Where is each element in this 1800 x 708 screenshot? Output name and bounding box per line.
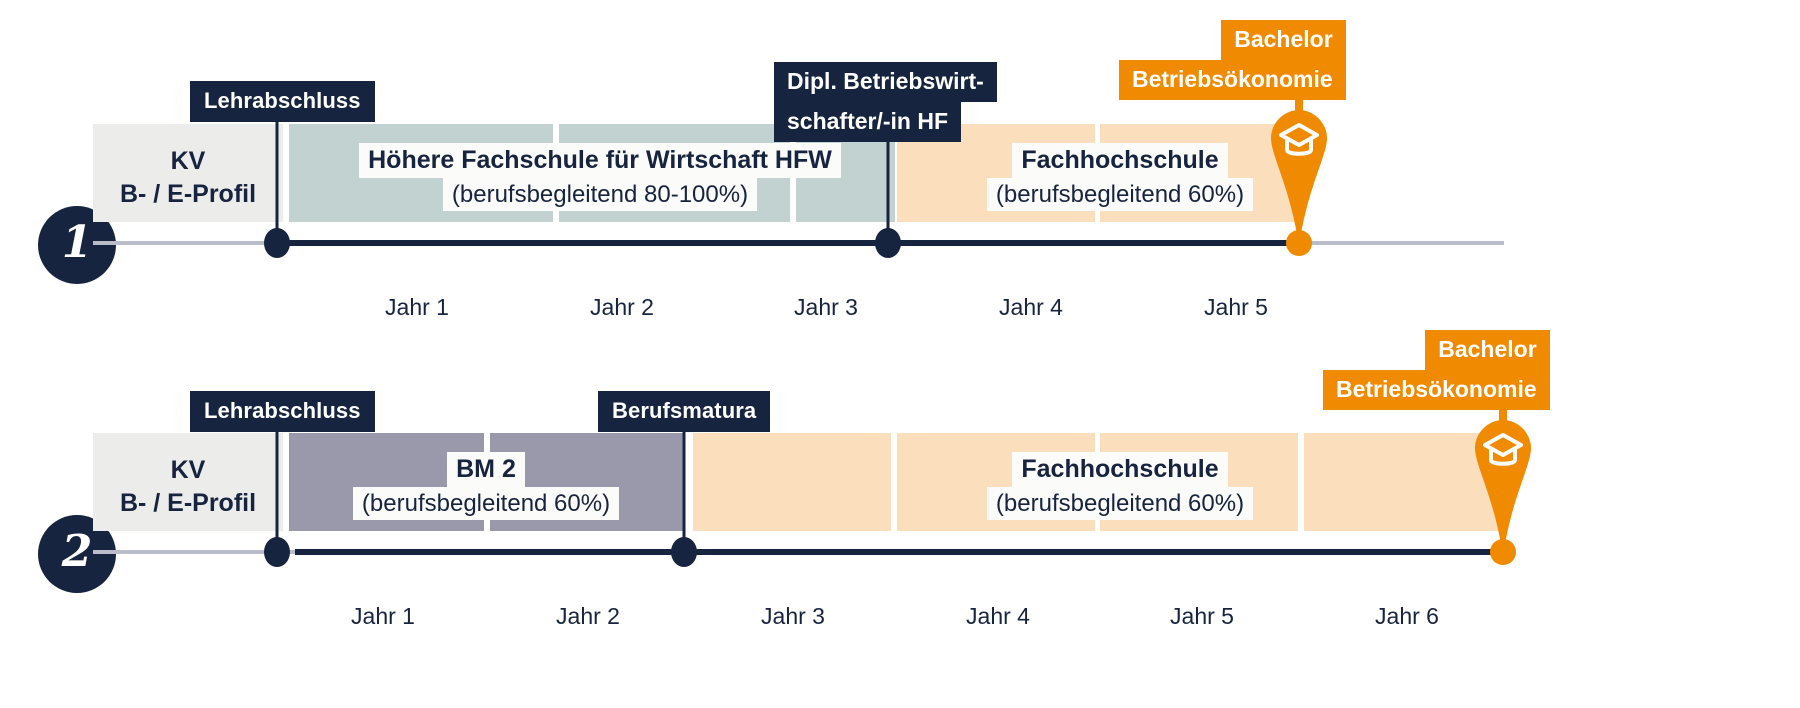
graduation-cap-icon-2 (1475, 420, 1531, 556)
milestone-label-line1-bachelor-2: Bachelor (1425, 330, 1550, 370)
phase-block-hfw-seg2-1 (559, 124, 790, 222)
phase-block-fh-seg3-2 (1100, 433, 1298, 531)
year-label-2-2: Jahr 2 (556, 603, 620, 629)
year-label-5-1: Jahr 5 (1204, 294, 1268, 320)
phase-block-kv-1 (93, 124, 283, 222)
graduation-cap-pin-1 (1268, 108, 1330, 253)
milestone-label-line1-dipl-bw-1: Dipl. Betriebswirt- (774, 62, 997, 102)
milestone-label-lehrabschluss-1[interactable]: Lehrabschluss (190, 81, 375, 122)
milestone-label-line2-bachelor-2: Betriebsökonomie (1323, 370, 1550, 410)
axis-lead-in-2 (93, 550, 295, 554)
year-label-4-2: Jahr 4 (966, 603, 1030, 629)
axis-main-2 (295, 549, 1503, 555)
graduation-cap-icon-1 (1271, 110, 1327, 246)
milestone-dot-berufsmatura-2[interactable] (671, 537, 697, 567)
year-label-6-2: Jahr 6 (1375, 603, 1439, 629)
milestone-label-lehrabschluss-2[interactable]: Lehrabschluss (190, 391, 375, 432)
year-label-1-2: Jahr 1 (351, 603, 415, 629)
milestone-stem-dipl-bw-1 (886, 110, 890, 243)
milestone-dot-dipl-bw-1[interactable] (875, 228, 901, 258)
axis-lead-in-1 (93, 241, 277, 245)
milestone-stem-lehrabschluss-1 (275, 110, 279, 243)
milestone-dot-lehrabschluss-1[interactable] (264, 228, 290, 258)
year-label-1-1: Jahr 1 (385, 294, 449, 320)
milestone-label-bachelor-2[interactable]: Bachelor Betriebsökonomie (1323, 330, 1550, 410)
milestone-label-bachelor-1[interactable]: Bachelor Betriebsökonomie (1119, 20, 1346, 100)
phase-block-hfw-seg1-1 (289, 124, 553, 222)
year-label-5-2: Jahr 5 (1170, 603, 1234, 629)
milestone-dot-lehrabschluss-2[interactable] (264, 537, 290, 567)
graduation-cap-pin-2 (1472, 418, 1534, 563)
milestone-label-line2-bachelor-1: Betriebsökonomie (1119, 60, 1346, 100)
phase-block-fh-seg4-2 (1304, 433, 1502, 531)
milestone-label-line2-dipl-bw-1: schafter/-in HF (774, 102, 962, 142)
year-label-3-1: Jahr 3 (794, 294, 858, 320)
phase-block-kv-2 (93, 433, 283, 531)
axis-main-1 (277, 240, 1299, 246)
milestone-label-dipl-bw-1[interactable]: Dipl. Betriebswirt- schafter/-in HF (774, 62, 997, 142)
milestone-label-line1-bachelor-1: Bachelor (1221, 20, 1346, 60)
year-label-4-1: Jahr 4 (999, 294, 1063, 320)
phase-block-fh-seg1-2 (693, 433, 891, 531)
milestone-label-berufsmatura-2[interactable]: Berufsmatura (598, 391, 771, 432)
phase-block-bm2-seg1-2 (289, 433, 484, 531)
axis-lead-out-1 (1299, 241, 1504, 245)
phase-block-bm2-seg2-2 (490, 433, 683, 531)
milestone-stem-berufsmatura-2 (682, 420, 686, 553)
phase-block-fh-seg2-2 (897, 433, 1095, 531)
year-label-3-2: Jahr 3 (761, 603, 825, 629)
milestone-stem-lehrabschluss-2 (275, 420, 279, 553)
year-label-2-1: Jahr 2 (590, 294, 654, 320)
